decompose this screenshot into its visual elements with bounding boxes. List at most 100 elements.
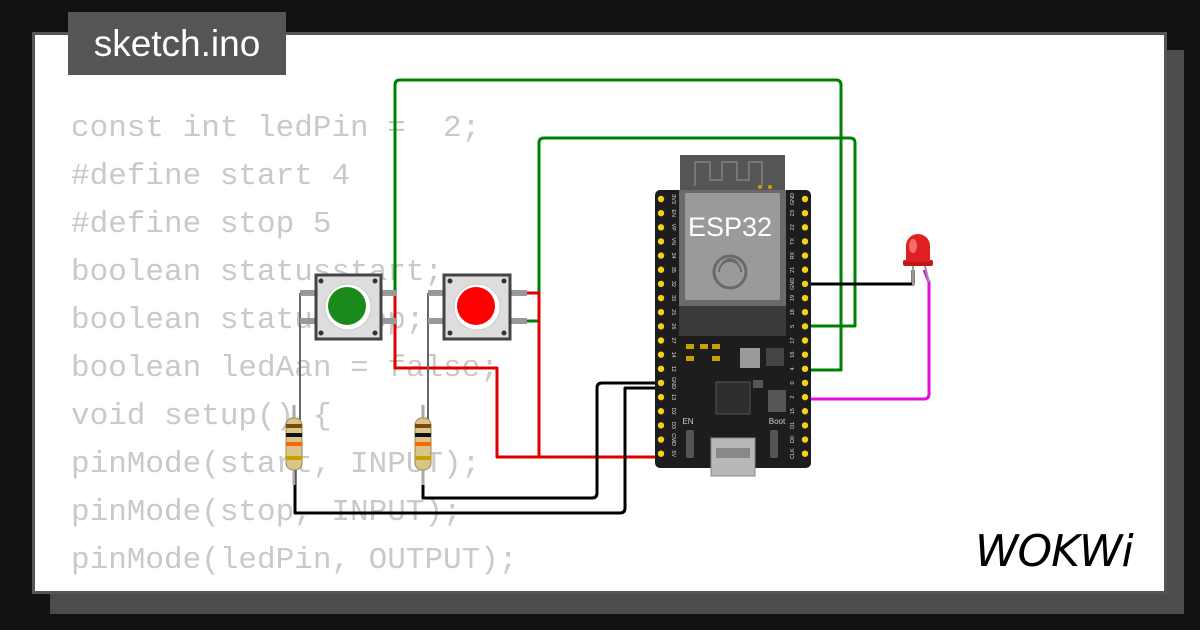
- pin[interactable]: [801, 224, 809, 231]
- pin[interactable]: [801, 323, 809, 330]
- pin[interactable]: [801, 351, 809, 358]
- pin[interactable]: [657, 422, 665, 429]
- wire-black-led: [808, 270, 915, 286]
- led-red: [903, 234, 933, 285]
- en-button-label: EN: [682, 417, 693, 426]
- pin-label: 35: [670, 267, 676, 273]
- pin-label: D3: [670, 422, 676, 429]
- pin[interactable]: [801, 294, 809, 302]
- pin-label: 23: [790, 210, 796, 216]
- pin[interactable]: [801, 309, 809, 316]
- pin[interactable]: [657, 280, 665, 288]
- pin-label: GND: [790, 193, 796, 205]
- pin[interactable]: [801, 393, 809, 401]
- pin-label: VN: [670, 238, 676, 246]
- pin-label: 25: [670, 309, 676, 315]
- pin[interactable]: [801, 280, 809, 288]
- wire-green-stop: [510, 136, 857, 328]
- pin[interactable]: [801, 195, 809, 203]
- pin[interactable]: [801, 379, 809, 387]
- pushbutton-start[interactable]: [300, 273, 397, 341]
- wire-green-start: [379, 78, 843, 372]
- pin[interactable]: [801, 408, 809, 415]
- pin-label: 17: [790, 337, 796, 343]
- pin[interactable]: [801, 266, 809, 273]
- pin-label: 5V: [670, 450, 676, 457]
- pin[interactable]: [657, 450, 665, 457]
- pin-label: 14: [670, 352, 676, 358]
- pin[interactable]: [801, 209, 809, 217]
- pin[interactable]: [657, 209, 665, 217]
- pin-label: D0: [790, 436, 796, 443]
- pushbutton-stop[interactable]: [428, 273, 527, 341]
- pin[interactable]: [657, 351, 665, 358]
- wokwi-logo: WOKWi: [975, 526, 1135, 577]
- code-line: #define stop 5: [71, 207, 332, 242]
- pin-label: RX: [790, 251, 796, 259]
- pin-label: CLK: [790, 448, 796, 459]
- pin[interactable]: [657, 393, 665, 401]
- pin-label: 27: [670, 337, 676, 343]
- esp32-board[interactable]: ESP32 EN Boot 3V3ENVPVN34353233252627141…: [655, 155, 811, 477]
- pin-label: 34: [670, 253, 676, 259]
- pin[interactable]: [657, 323, 665, 330]
- pin[interactable]: [657, 379, 665, 387]
- pin-header-left: 3V3ENVPVN343532332526271412GND13D2D3CMD5…: [657, 194, 676, 457]
- pin[interactable]: [801, 365, 809, 372]
- pin-label: GND: [790, 278, 796, 290]
- pin-label: 12: [670, 366, 676, 372]
- esp32-chip-label: ESP32: [688, 212, 772, 242]
- pin-label: 26: [670, 323, 676, 329]
- pin[interactable]: [657, 436, 665, 443]
- pin-label: 5: [790, 325, 796, 328]
- pin-label: EN: [670, 209, 676, 217]
- wire-black-r1: [293, 386, 660, 515]
- pin-label: 4: [790, 367, 796, 370]
- pin-label: VP: [670, 224, 676, 232]
- pin[interactable]: [657, 337, 665, 344]
- pin-label: 15: [790, 408, 796, 414]
- wire-magenta-led: [808, 269, 931, 401]
- wire-button-left-leads: [299, 293, 429, 420]
- pin-label: CMD: [670, 433, 676, 446]
- pin-label: TX: [790, 238, 796, 245]
- resistor-stop: [414, 405, 432, 485]
- wokwi-logo-text: WOKWi: [975, 526, 1134, 577]
- wire-black-r2: [421, 381, 660, 500]
- pin[interactable]: [657, 294, 665, 302]
- pin[interactable]: [657, 238, 665, 245]
- pin-label: 16: [790, 352, 796, 358]
- pin[interactable]: [657, 309, 665, 316]
- pin[interactable]: [801, 450, 809, 457]
- resistor-start: [285, 405, 303, 485]
- pin[interactable]: [657, 224, 665, 231]
- pin[interactable]: [801, 422, 809, 429]
- pin-label: 32: [670, 281, 676, 287]
- pin[interactable]: [657, 252, 665, 259]
- pin[interactable]: [657, 266, 665, 273]
- code-line: const int ledPin = 2;: [71, 111, 481, 146]
- pin[interactable]: [657, 195, 665, 203]
- code-line: pinMode(ledPin, OUTPUT);: [71, 543, 518, 578]
- pin-label: D2: [670, 408, 676, 415]
- pin-label: 21: [790, 267, 796, 273]
- filename-tab: sketch.ino: [68, 12, 286, 75]
- code-line: #define start 4: [71, 159, 351, 194]
- pin[interactable]: [801, 337, 809, 344]
- pin[interactable]: [657, 365, 665, 372]
- wire-red-stop: [510, 291, 541, 457]
- pin[interactable]: [801, 238, 809, 245]
- pin-label: 33: [670, 295, 676, 301]
- pin-label: 22: [790, 224, 796, 230]
- pin-label: GND: [670, 377, 676, 389]
- pin-label: 0: [790, 381, 796, 384]
- pin[interactable]: [657, 408, 665, 415]
- boot-button-label: Boot: [769, 417, 786, 426]
- pin-label: 2: [790, 396, 796, 399]
- pin[interactable]: [801, 436, 809, 443]
- code-line: void setup() {: [71, 399, 332, 434]
- project-preview-panel: const int ledPin = 2; #define start 4 #def…: [32, 32, 1167, 594]
- pin-label: 19: [790, 295, 796, 301]
- pin[interactable]: [801, 252, 809, 259]
